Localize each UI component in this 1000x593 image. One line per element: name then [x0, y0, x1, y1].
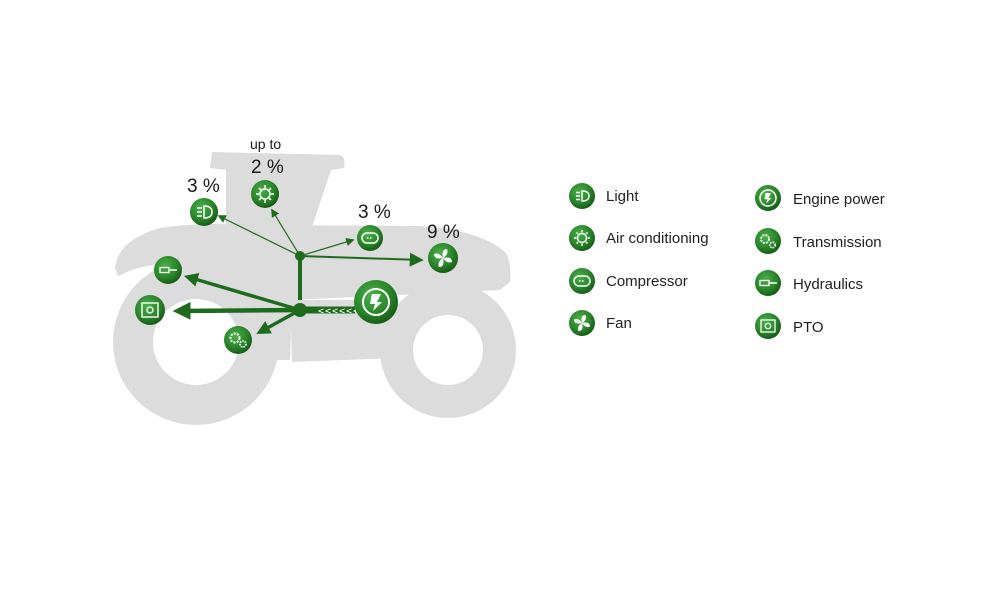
- headlight-icon: [190, 198, 218, 226]
- compressor-percentage: 3 %: [358, 202, 391, 223]
- legend-item-transmission: Transmission: [755, 228, 882, 254]
- legend-label-fan: Fan: [606, 315, 632, 332]
- rear-wheel: [113, 259, 279, 425]
- compressor-icon: [357, 225, 383, 251]
- legend-item-engine-power: Engine power: [755, 185, 885, 211]
- fan-icon: [569, 310, 595, 336]
- flow-to-hydraulics: [183, 273, 301, 312]
- junction-upper: [295, 251, 305, 261]
- pto-icon: [755, 313, 781, 339]
- flow-to-light: [217, 215, 301, 257]
- legend-label-hydraulics: Hydraulics: [793, 276, 863, 293]
- light-percentage: 3 %: [187, 176, 220, 197]
- legend-item-fan: Fan: [569, 310, 632, 336]
- air-conditioning-prefix: up to: [250, 136, 281, 152]
- engine-icon: [354, 280, 398, 324]
- fan-icon: [428, 243, 458, 273]
- legend-item-light: Light: [569, 183, 639, 209]
- compressor-icon: [569, 268, 595, 294]
- legend-label-transmission: Transmission: [793, 234, 882, 251]
- hydraulic-cylinder-icon: [755, 270, 781, 296]
- legend-label-light: Light: [606, 188, 639, 205]
- pto-icon: [135, 295, 165, 325]
- hydraulic-cylinder-icon: [154, 256, 182, 284]
- gears-icon: [755, 228, 781, 254]
- headlight-icon: [569, 183, 595, 209]
- legend-label-engine-power: Engine power: [793, 191, 885, 208]
- legend: Light Air conditioning Compressor Fan: [569, 183, 885, 339]
- fan-percentage: 9 %: [427, 222, 460, 243]
- front-wheel: [380, 282, 516, 418]
- flow-to-air-conditioning: [271, 208, 301, 257]
- legend-label-pto: PTO: [793, 319, 824, 336]
- junction-lower: [293, 303, 307, 317]
- flow-chevrons: <<<<<<<: [318, 306, 367, 317]
- gears-icon: [224, 326, 252, 354]
- air-conditioning-percentage: 2 %: [251, 157, 284, 178]
- engine-icon: [755, 185, 781, 211]
- legend-item-hydraulics: Hydraulics: [755, 270, 863, 296]
- legend-item-air-conditioning: Air conditioning: [569, 225, 709, 251]
- snowflake-sun-icon: [251, 180, 279, 208]
- flow-to-transmission: [256, 308, 301, 335]
- snowflake-sun-icon: [569, 225, 595, 251]
- legend-item-pto: PTO: [755, 313, 824, 339]
- flow-to-compressor: [299, 237, 355, 257]
- legend-item-compressor: Compressor: [569, 268, 688, 294]
- flow-to-pto: [172, 301, 301, 320]
- flow-to-fan: [299, 252, 424, 267]
- power-flow: [172, 208, 424, 335]
- legend-label-air-conditioning: Air conditioning: [606, 230, 709, 247]
- legend-label-compressor: Compressor: [606, 273, 688, 290]
